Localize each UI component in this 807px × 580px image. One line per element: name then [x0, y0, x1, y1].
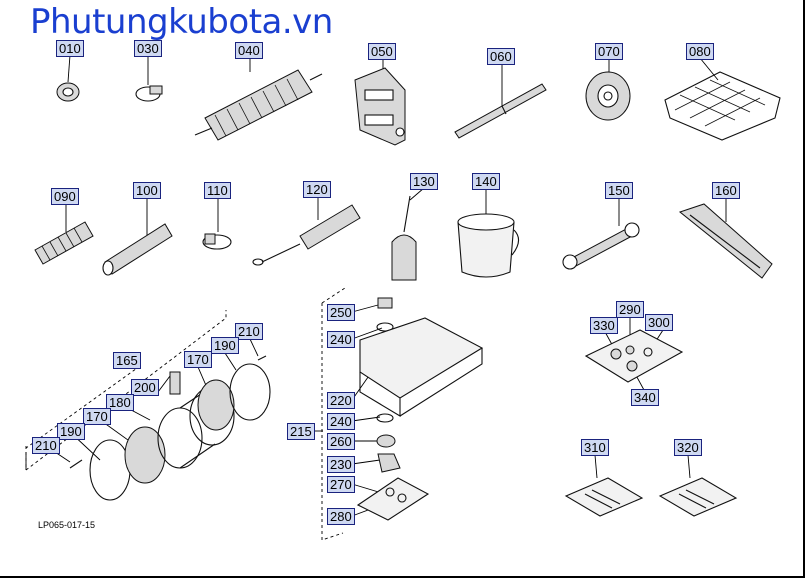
callout-280[interactable]: 280: [327, 508, 355, 525]
callout-320[interactable]: 320: [674, 439, 702, 456]
part-130-oil-can: [391, 195, 417, 281]
part-100-tube: [102, 223, 173, 276]
part-150-wrench: [562, 222, 640, 270]
callout-300[interactable]: 300: [645, 314, 673, 331]
part-120-brush: [252, 204, 361, 266]
part-140-measuring-cup: [457, 213, 520, 278]
callout-150[interactable]: 150: [605, 182, 633, 199]
callout-230[interactable]: 230: [327, 456, 355, 473]
callout-330[interactable]: 330: [590, 317, 618, 334]
callout-270[interactable]: 270: [327, 476, 355, 493]
callout-180[interactable]: 180: [106, 394, 134, 411]
bracket-215: [321, 287, 346, 541]
callout-100[interactable]: 100: [133, 182, 161, 199]
callout-120[interactable]: 120: [303, 181, 331, 198]
callout-210-left[interactable]: 210: [32, 437, 60, 454]
callout-260[interactable]: 260: [327, 433, 355, 450]
part-320-manual: [658, 477, 738, 517]
callout-165[interactable]: 165: [113, 352, 141, 369]
callout-090[interactable]: 090: [51, 188, 79, 205]
callout-290[interactable]: 290: [616, 301, 644, 318]
callout-250[interactable]: 250: [327, 304, 355, 321]
part-050-bracket: [354, 67, 406, 146]
callout-240-bottom[interactable]: 240: [327, 413, 355, 430]
callout-215[interactable]: 215: [287, 423, 315, 440]
part-080-basket: [664, 71, 781, 141]
callout-040[interactable]: 040: [235, 42, 263, 59]
callout-010[interactable]: 010: [56, 40, 84, 57]
callout-310[interactable]: 310: [581, 439, 609, 456]
callout-030[interactable]: 030: [134, 40, 162, 57]
part-110-clamp: [202, 233, 232, 250]
part-010-grommet: [56, 82, 80, 102]
callout-060[interactable]: 060: [487, 48, 515, 65]
part-060-shaft: [454, 83, 547, 139]
watermark-logo: Phutungkubota.vn: [30, 2, 333, 42]
part-160-plate: [678, 203, 773, 279]
callout-340[interactable]: 340: [631, 389, 659, 406]
callout-110[interactable]: 110: [204, 182, 231, 199]
bracket-165: [25, 310, 227, 471]
part-290-340-plate: [584, 329, 684, 383]
callout-200[interactable]: 200: [131, 379, 159, 396]
callout-070[interactable]: 070: [595, 43, 623, 60]
callout-160[interactable]: 160: [712, 182, 740, 199]
part-310-manual: [564, 477, 644, 517]
callout-190-right[interactable]: 190: [211, 337, 239, 354]
callout-080[interactable]: 080: [686, 43, 714, 60]
part-040-roller: [194, 69, 323, 141]
part-030-clamp: [135, 85, 163, 102]
callout-050[interactable]: 050: [368, 43, 396, 60]
callout-220[interactable]: 220: [327, 392, 355, 409]
part-215-tray: [356, 297, 484, 521]
callout-140[interactable]: 140: [472, 173, 500, 190]
part-165-assembly: [69, 355, 271, 501]
callout-210-right[interactable]: 210: [235, 323, 263, 340]
callout-190-left[interactable]: 190: [57, 423, 85, 440]
figure-reference: LP065-017-15: [38, 520, 96, 530]
callout-240-top[interactable]: 240: [327, 331, 355, 348]
callout-130[interactable]: 130: [410, 173, 438, 190]
part-070-pulley: [585, 71, 631, 121]
part-090-spring: [34, 221, 94, 265]
callout-170-left[interactable]: 170: [83, 408, 111, 425]
callout-170-right[interactable]: 170: [184, 351, 212, 368]
